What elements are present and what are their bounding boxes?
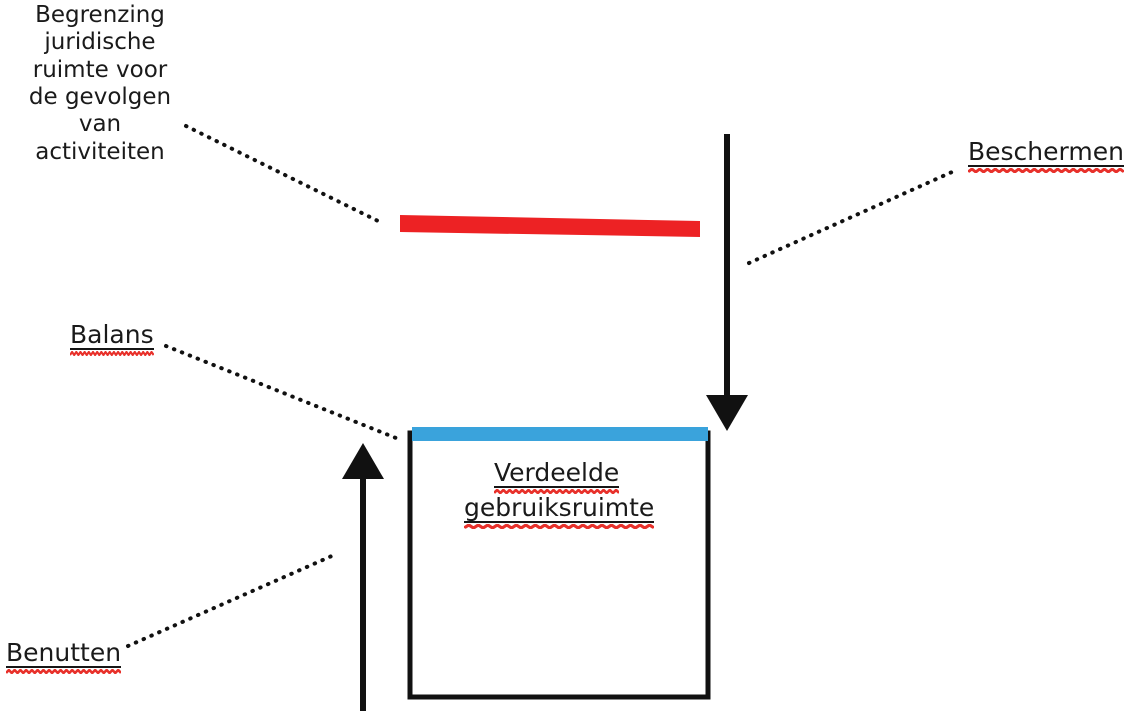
connector-benutten <box>126 553 336 648</box>
verdeelde-label-line1: Verdeelde <box>494 458 620 494</box>
legal-limit-caption-line-6: activiteiten <box>35 138 165 165</box>
balans-underline-wrap: Balans <box>70 320 154 356</box>
balans-label: Balans <box>70 320 154 356</box>
legal-limit-bar <box>400 215 700 237</box>
legal-limit-caption-line-1: Begrenzing <box>35 2 165 28</box>
benutten-underline-wrap: Benutten <box>6 638 122 674</box>
connector-balans <box>164 344 398 440</box>
gebruiksruimte-spellcheck-squiggle <box>464 524 655 529</box>
benutten-spellcheck-squiggle <box>6 669 122 674</box>
legal-limit-caption-line-5: van <box>78 111 122 138</box>
gebruiksruimte-label-line2: gebruiksruimte <box>464 493 655 529</box>
beschermen-label: Beschermen <box>968 137 1124 173</box>
balans-text: Balans <box>70 320 154 350</box>
beschermen-spellcheck-squiggle <box>968 168 1124 173</box>
beschermen-text: Beschermen <box>968 137 1124 167</box>
legal-limit-caption-line-2: juridische <box>44 29 156 56</box>
benutten-label: Benutten <box>6 638 122 674</box>
gebruiksruimte-text: gebruiksruimte <box>464 493 655 523</box>
verdeelde-text: Verdeelde <box>494 458 620 488</box>
protect-down-arrow <box>706 134 748 431</box>
allocated-space-top-bar <box>412 427 708 441</box>
benutten-text: Benutten <box>6 638 122 668</box>
connector-legal-limit <box>184 124 382 224</box>
legal-limit-caption: Begrenzing juridische ruimte voor de gev… <box>10 2 190 166</box>
verdeelde-spellcheck-squiggle <box>494 489 620 494</box>
legal-limit-caption-line-4: de gevolgen <box>28 84 172 111</box>
usage-space-box <box>407 430 711 700</box>
legal-limit-caption-line-3: ruimte voor <box>32 56 168 83</box>
verdeelde-underline-wrap: Verdeelde <box>494 458 620 494</box>
utilize-up-arrow <box>342 443 384 711</box>
beschermen-underline-wrap: Beschermen <box>968 137 1124 173</box>
connector-beschermen <box>747 170 954 265</box>
balans-spellcheck-squiggle <box>70 351 154 356</box>
gebruiksruimte-underline-wrap: gebruiksruimte <box>464 493 655 529</box>
